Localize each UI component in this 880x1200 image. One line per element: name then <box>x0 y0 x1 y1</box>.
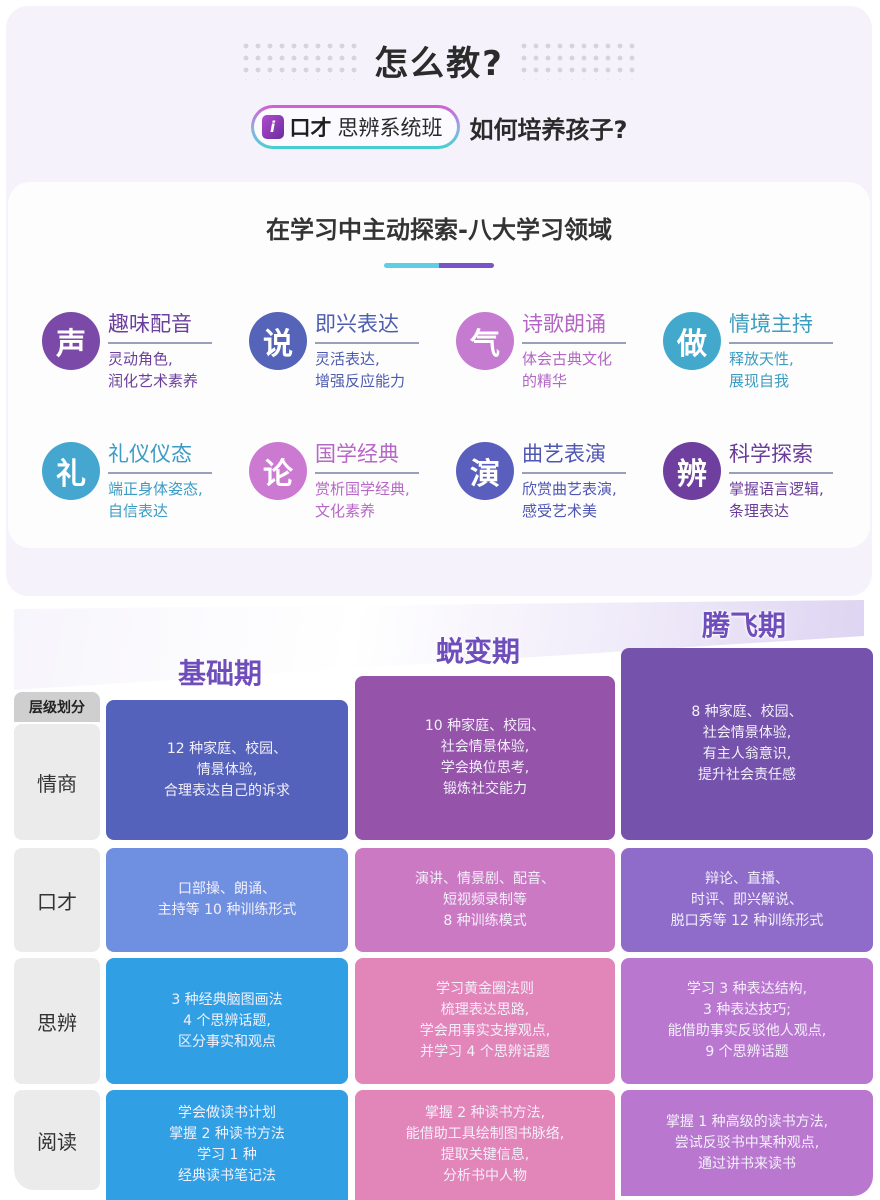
area-desc-line: 释放天性, <box>729 350 794 368</box>
cell-reading-soar: 掌握 1 种高级的读书方法, 尝试反驳书中某种观点, 通过讲书来读书 <box>621 1090 873 1196</box>
area-glyph-icon: 声 <box>42 312 100 370</box>
area-glyph-icon: 做 <box>663 312 721 370</box>
cell-thinking-basic: 3 种经典脑图画法 4 个思辨话题, 区分事实和观点 <box>106 958 348 1084</box>
area-glyph-icon: 辨 <box>663 442 721 500</box>
course-badge: i 口才 思辨系统班 <box>251 105 460 149</box>
area-item: 说 即兴表达 灵活表达, 增强反应能力 <box>249 308 456 398</box>
stage-label-transform: 蜕变期 <box>436 635 521 668</box>
decorative-dots-left <box>240 40 361 80</box>
area-item: 气 诗歌朗诵 体会古典文化 的精华 <box>456 308 663 398</box>
area-item: 辨 科学探索 掌握语言逻辑, 条理表达 <box>663 438 870 528</box>
area-desc-line: 赏析国学经典, <box>315 480 410 498</box>
area-desc-line: 润化艺术素养 <box>108 372 199 390</box>
area-item: 做 情境主持 释放天性, 展现自我 <box>663 308 870 398</box>
area-desc-line: 条理表达 <box>729 502 790 520</box>
cell-eloquence-transform: 演讲、情景剧、配音、 短视频录制等 8 种训练模式 <box>355 848 615 952</box>
cell-eq-transform: 10 种家庭、校园、 社会情景体验, 学会换位思考, 锻炼社交能力 <box>355 676 615 840</box>
area-title: 诗歌朗诵 <box>522 308 626 344</box>
decorative-dots-right <box>517 40 638 80</box>
badge-brand: 口才 <box>289 116 332 140</box>
area-item: 礼 礼仪仪态 端正身体姿态, 自信表达 <box>42 438 249 528</box>
area-title: 礼仪仪态 <box>108 438 212 474</box>
stage-label-soar: 腾飞期 <box>702 609 787 642</box>
area-desc-line: 掌握语言逻辑, <box>729 480 824 498</box>
area-title: 国学经典 <box>315 438 419 474</box>
area-glyph-icon: 礼 <box>42 442 100 500</box>
area-title: 科学探索 <box>729 438 833 474</box>
area-desc-line: 展现自我 <box>729 372 790 390</box>
area-desc-line: 体会古典文化 <box>522 350 613 368</box>
area-desc-line: 感受艺术美 <box>522 502 598 520</box>
cell-eq-basic: 12 种家庭、校园、 情景体验, 合理表达自己的诉求 <box>106 700 348 840</box>
area-desc-line: 自信表达 <box>108 502 169 520</box>
page-title: 怎么教? <box>374 43 504 84</box>
cell-eloquence-soar: 辩论、直播、 时评、即兴解说、 脱口秀等 12 种训练形式 <box>621 848 873 952</box>
area-desc-line: 端正身体姿态, <box>108 480 203 498</box>
layer-header: 层级划分 <box>14 692 100 722</box>
stage-label-basic: 基础期 <box>178 657 263 690</box>
row-label-critical-thinking: 思辨 <box>14 958 100 1084</box>
subtitle-row: i 口才 思辨系统班 如何培养孩子? <box>6 104 872 150</box>
badge-course-name: 思辨系统班 <box>337 116 443 140</box>
area-glyph-icon: 论 <box>249 442 307 500</box>
area-desc-line: 增强反应能力 <box>315 372 406 390</box>
cell-eq-soar: 8 种家庭、校园、 社会情景体验, 有主人翁意识, 提升社会责任感 <box>621 648 873 840</box>
area-title: 即兴表达 <box>315 308 419 344</box>
subtitle-question: 如何培养孩子? <box>469 115 628 144</box>
brand-logo-icon: i <box>261 115 284 139</box>
area-desc-line: 欣赏曲艺表演, <box>522 480 617 498</box>
area-desc-line: 灵活表达, <box>315 350 380 368</box>
area-desc-line: 的精华 <box>522 372 568 390</box>
hero-title-row: 怎么教? <box>6 30 872 90</box>
area-item: 演 曲艺表演 欣赏曲艺表演, 感受艺术美 <box>456 438 663 528</box>
cell-reading-transform: 掌握 2 种读书方法, 能借助工具绘制图书脉络, 提取关键信息, 分析书中人物 <box>355 1090 615 1200</box>
area-glyph-icon: 说 <box>249 312 307 370</box>
cell-reading-basic: 学会做读书计划 掌握 2 种读书方法 学习 1 种 经典读书笔记法 <box>106 1090 348 1200</box>
cell-thinking-transform: 学习黄金圈法则 梳理表达思路, 学会用事实支撑观点, 并学习 4 个思辨话题 <box>355 958 615 1084</box>
area-desc-line: 灵动角色, <box>108 350 173 368</box>
row-label-eloquence: 口才 <box>14 848 100 952</box>
learning-areas-grid: 声 趣味配音 灵动角色, 润化艺术素养 说 即兴表达 灵活表达, 增强反应能力 … <box>42 308 862 528</box>
cell-thinking-soar: 学习 3 种表达结构, 3 种表达技巧; 能借助事实反驳他人观点, 9 个思辨话… <box>621 958 873 1084</box>
section-underline <box>384 263 494 268</box>
area-title: 情境主持 <box>729 308 833 344</box>
cell-eloquence-basic: 口部操、朗诵、 主持等 10 种训练形式 <box>106 848 348 952</box>
area-title: 趣味配音 <box>108 308 212 344</box>
area-item: 论 国学经典 赏析国学经典, 文化素养 <box>249 438 456 528</box>
area-item: 声 趣味配音 灵动角色, 润化艺术素养 <box>42 308 249 398</box>
area-glyph-icon: 演 <box>456 442 514 500</box>
area-desc-line: 文化素养 <box>315 502 376 520</box>
row-label-eq: 情商 <box>14 724 100 840</box>
how-to-teach-card: 怎么教? i 口才 思辨系统班 如何培养孩子? 在学习中主动探索-八大学习领域 … <box>6 6 872 596</box>
section-title: 在学习中主动探索-八大学习领域 <box>266 216 612 244</box>
learning-areas-panel: 在学习中主动探索-八大学习领域 声 趣味配音 灵动角色, 润化艺术素养 说 即兴… <box>8 182 870 548</box>
area-glyph-icon: 气 <box>456 312 514 370</box>
row-label-reading: 阅读 <box>14 1090 100 1190</box>
area-title: 曲艺表演 <box>522 438 626 474</box>
stage-table: 基础期 蜕变期 腾飞期 层级划分 情商 口才 思辨 阅读 12 种家庭、校园、 … <box>0 600 880 1200</box>
